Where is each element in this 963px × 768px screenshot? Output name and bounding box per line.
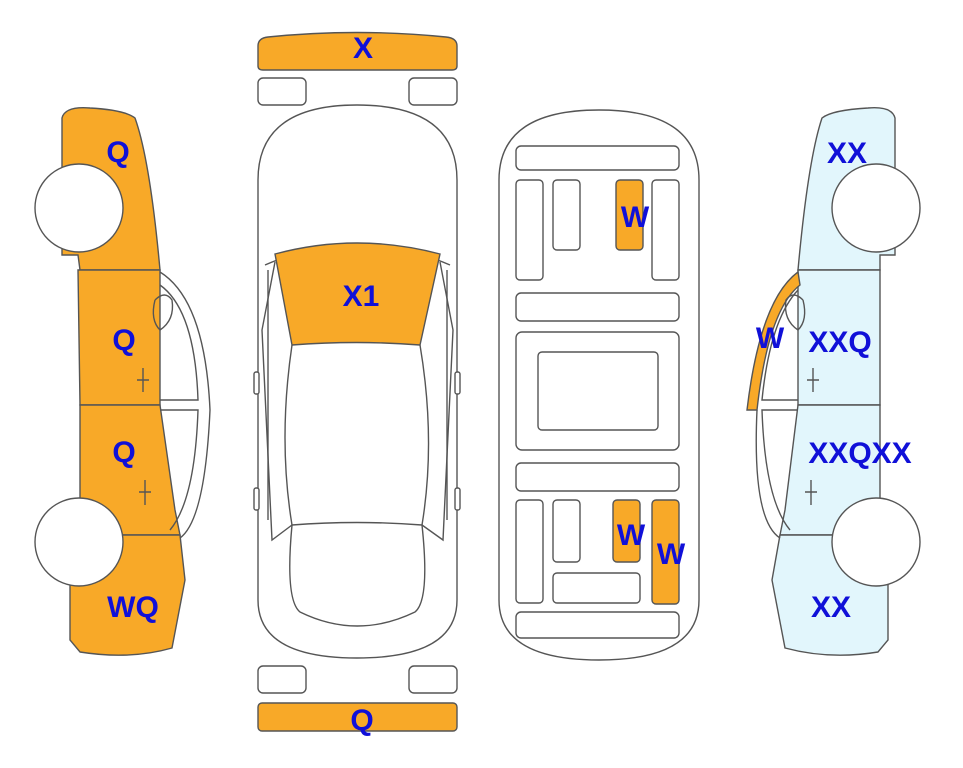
left-mirror	[253, 371, 260, 395]
right-rear-quarter-label: XX	[811, 591, 851, 624]
floor-rear-right-b-label: W	[657, 538, 686, 571]
right-front-fender-label: XX	[827, 137, 867, 170]
left-rear-quarter-label: WQ	[107, 591, 159, 624]
left-front-door-label: Q	[112, 324, 135, 357]
left-rear-handle	[253, 487, 260, 511]
left-side-view	[34, 107, 211, 656]
rear-right-light	[408, 665, 458, 694]
left-rear-handle-side	[139, 480, 151, 505]
left-rear-window	[160, 409, 199, 531]
right-front-door-label: XXQ	[808, 326, 871, 359]
right-greenhouse-outline	[755, 409, 781, 539]
front-bumper-label: X	[353, 32, 373, 65]
left-mirror-side	[152, 294, 174, 331]
underbody-view	[498, 109, 700, 661]
right-rear-handle-side	[805, 480, 817, 505]
right-rear-handle	[454, 487, 461, 511]
right-rear-wheel	[831, 497, 921, 587]
front-bumper-part[interactable]	[257, 31, 458, 71]
windshield-part[interactable]	[274, 242, 441, 346]
windshield-label: X1	[343, 280, 380, 313]
left-front-window	[159, 284, 199, 401]
floor-rear-right-a-label: W	[617, 519, 646, 552]
right-a-pillar-part[interactable]	[746, 270, 801, 411]
right-front-handle	[807, 368, 819, 392]
rear-left-light	[257, 665, 307, 694]
left-front-fender-label: Q	[106, 136, 129, 169]
floor-rear-right-a-part[interactable]	[612, 499, 641, 563]
top-body-outline	[257, 104, 458, 659]
right-front-window	[761, 289, 799, 401]
right-rear-window	[761, 409, 798, 531]
left-rear-wheel	[34, 497, 124, 587]
rear-window-outline	[289, 524, 426, 627]
right-a-pillar-label: W	[756, 322, 785, 355]
floor-front-right-label: W	[621, 201, 650, 234]
roof-outline	[284, 344, 430, 526]
underbody-outline	[498, 109, 700, 661]
left-rear-door-label: Q	[112, 436, 135, 469]
front-left-light	[257, 77, 307, 106]
top-view	[253, 31, 461, 732]
left-greenhouse-outline	[159, 271, 211, 539]
rear-bumper-part[interactable]	[257, 702, 458, 732]
right-rear-door-label: XXQXX	[808, 437, 911, 470]
rear-bumper-label: Q	[350, 704, 373, 737]
floor-front-right-part[interactable]	[615, 179, 644, 251]
left-front-handle	[137, 368, 149, 392]
right-front-wheel	[831, 163, 921, 253]
right-mirror	[454, 371, 461, 395]
right-mirror-side	[784, 294, 806, 331]
left-front-wheel	[34, 163, 124, 253]
floor-rear-right-b-part[interactable]	[651, 499, 680, 605]
front-right-light	[408, 77, 458, 106]
right-side-view	[746, 107, 921, 656]
